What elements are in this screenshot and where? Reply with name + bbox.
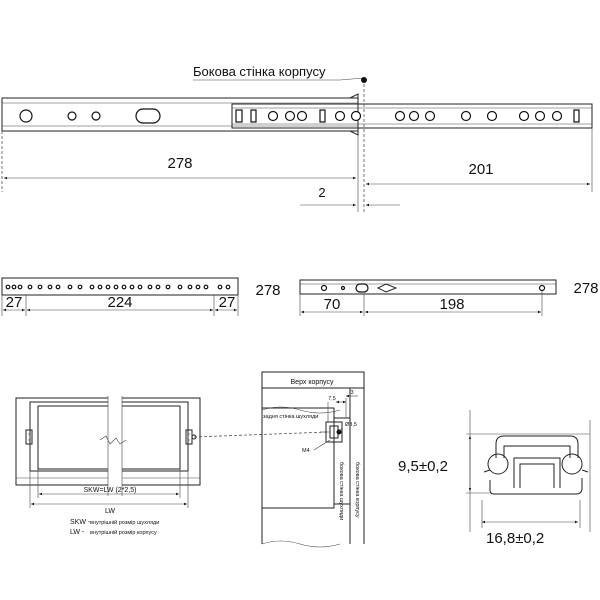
rail-hole xyxy=(89,284,95,290)
label-drawer-back: задня стінка шухляди xyxy=(263,414,318,420)
dim-7-5: 7,5 xyxy=(328,396,336,402)
rail-hole xyxy=(155,284,161,290)
rail-hole xyxy=(105,284,111,290)
dim-3: 3 xyxy=(350,390,353,396)
dim-27-left: 27 xyxy=(6,294,23,311)
legend-lw-text: внутрішній розмір корпусу xyxy=(90,529,157,536)
rail-hole xyxy=(129,284,135,290)
dim-width: 16,8±0,2 xyxy=(486,530,544,547)
dim-lw: LW xyxy=(105,508,115,515)
rail-hole xyxy=(147,284,153,290)
rail-hole xyxy=(5,284,11,290)
rail-hole xyxy=(27,284,33,290)
rail-hole xyxy=(77,284,83,290)
legend-skw-abbr: SKW - xyxy=(70,519,91,526)
dim-hole-dia: Ø3,5 xyxy=(345,422,357,428)
dim-278-mid-right: 278 xyxy=(573,280,598,297)
rail-hole xyxy=(47,284,53,290)
rail-hole xyxy=(195,284,201,290)
label-screw: M4 xyxy=(302,448,310,454)
dim-278-mid-left: 278 xyxy=(255,282,280,299)
rail-hole xyxy=(17,284,23,290)
rail-hole xyxy=(55,284,61,290)
rail-hole xyxy=(203,284,209,290)
rail-profile: 9,5±0,2 16,8±0,2 xyxy=(398,410,591,547)
rail-hole xyxy=(97,284,103,290)
rail-hole xyxy=(37,284,43,290)
rail-hole xyxy=(217,284,223,290)
callout-dot xyxy=(361,77,367,83)
dim-2: 2 xyxy=(318,185,325,200)
dim-27-right: 27 xyxy=(219,294,236,311)
middle-right-rail: 70 198 278 xyxy=(299,279,599,316)
drawer-front-view: SKW=LW (2*2,5) LW SKW - внутрішній розмі… xyxy=(15,396,329,536)
middle-left-rail: 27 224 27 278 xyxy=(1,277,281,316)
dim-201: 201 xyxy=(468,161,493,178)
label-cabinet-side: бокова стінка корпусу xyxy=(354,462,360,518)
label-cabinet-top: Верх корпусу xyxy=(291,379,334,386)
dim-height: 9,5±0,2 xyxy=(398,458,448,475)
rail-hole xyxy=(177,284,183,290)
rail-hole xyxy=(11,284,17,290)
dim-224: 224 xyxy=(107,294,132,311)
rail-hole xyxy=(113,284,119,290)
rail-hole xyxy=(165,284,171,290)
label-drawer-side: бокова стінка шухляди xyxy=(338,462,344,520)
dim-198: 198 xyxy=(439,296,464,313)
rail-hole xyxy=(121,284,127,290)
mounting-detail: Верх корпусу задня стінка шухляди 7,5 3 … xyxy=(261,371,365,548)
dim-278-top: 278 xyxy=(167,155,192,172)
top-slide-view: Бокова стінка корпусу xyxy=(1,64,593,212)
dim-70: 70 xyxy=(324,296,341,313)
rail-hole xyxy=(67,284,73,290)
rail-hole xyxy=(137,284,143,290)
rail-hole xyxy=(225,284,231,290)
rail-hole xyxy=(187,284,193,290)
callout-side-wall: Бокова стінка корпусу xyxy=(193,64,326,79)
legend-lw-abbr: LW - xyxy=(70,529,85,536)
legend-skw-text: внутрішній розмір шухляди xyxy=(90,519,159,526)
dim-skw: SKW=LW (2*2,5) xyxy=(84,487,137,494)
